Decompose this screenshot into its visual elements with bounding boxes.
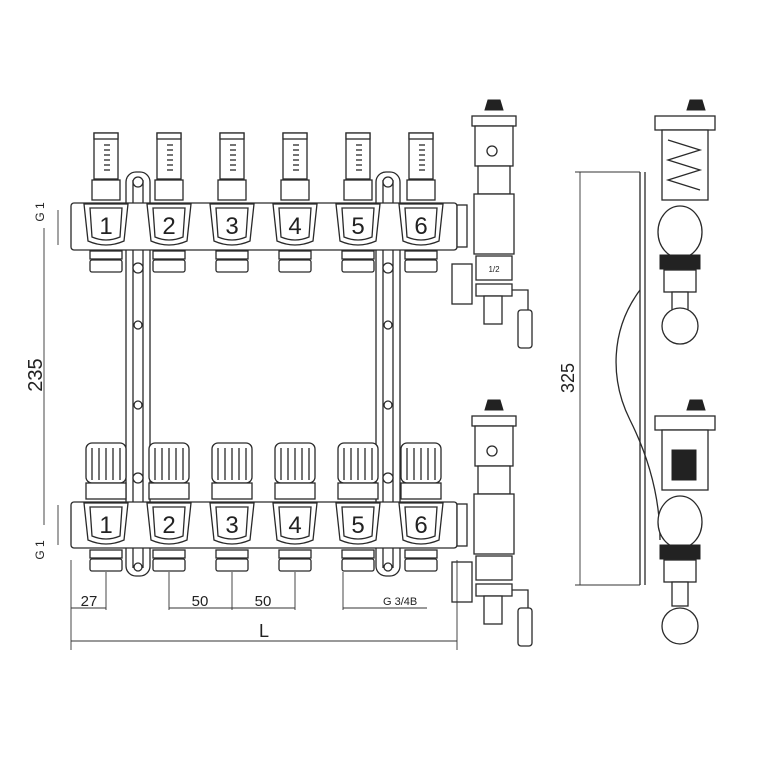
- flow-meter-cap: [282, 132, 308, 140]
- valve-port: 5: [335, 442, 381, 572]
- port-number: 1: [99, 512, 112, 539]
- flow-meter-port: 3: [209, 132, 255, 273]
- flow-meter-cap: [408, 132, 434, 140]
- valve-port: 3: [209, 442, 255, 572]
- flow-meter-port: 4: [272, 132, 318, 273]
- port-number: 3: [225, 512, 238, 539]
- air-vent-assembly-bottom: [451, 399, 533, 647]
- port-number: 2: [162, 512, 175, 539]
- dim-outlet-thread: G 3/4B: [383, 596, 417, 608]
- screw-icon: [133, 562, 143, 572]
- dim-spacing-1: 50: [192, 593, 209, 610]
- port-number-box: [83, 203, 129, 246]
- flow-meter-port: 1: [83, 132, 129, 273]
- port-number-box: [398, 502, 444, 545]
- outlet-nipple: [278, 558, 312, 572]
- outlet-nipple: [215, 558, 249, 572]
- port-number: 4: [288, 213, 301, 240]
- port-number-box: [398, 203, 444, 246]
- flow-meter-port: 2: [146, 132, 192, 273]
- flow-meter-port: 6: [398, 132, 444, 273]
- dim-thread-top: G 1: [33, 202, 47, 222]
- screw-icon: [383, 400, 393, 410]
- outlet-nipple: [215, 259, 249, 273]
- port-number-box: [272, 203, 318, 246]
- screw-icon: [132, 176, 144, 188]
- port-number-box: [209, 203, 255, 246]
- port-number: 2: [162, 213, 175, 240]
- outlet-nipple: [404, 558, 438, 572]
- dim-height-front: 235: [25, 358, 47, 391]
- air-vent-assembly-top: 1/2: [451, 99, 533, 349]
- port-number-box: [146, 502, 192, 545]
- outlet-nipple: [152, 558, 186, 572]
- dim-edge-offset: 27: [81, 593, 98, 610]
- outlet-nipple: [152, 259, 186, 273]
- screw-icon: [383, 562, 393, 572]
- screw-icon: [133, 320, 143, 330]
- port-number-box: [272, 502, 318, 545]
- screw-icon: [133, 400, 143, 410]
- outlet-nipple: [341, 259, 375, 273]
- port-number: 5: [351, 213, 364, 240]
- port-number: 3: [225, 213, 238, 240]
- outlet-nipple: [341, 558, 375, 572]
- screw-icon: [132, 262, 144, 274]
- flow-meter-cap: [93, 132, 119, 140]
- valve-port: 1: [83, 442, 129, 572]
- flow-meter-cap: [156, 132, 182, 140]
- screw-icon: [382, 472, 394, 484]
- dim-spacing-2: 50: [255, 593, 272, 610]
- flow-meter-port: 5: [335, 132, 381, 273]
- valve-port: 2: [146, 442, 192, 572]
- valve-port: 4: [272, 442, 318, 572]
- side-view: [615, 99, 716, 645]
- port-number-box: [209, 502, 255, 545]
- screw-icon: [383, 320, 393, 330]
- port-number-box: [146, 203, 192, 246]
- flow-meter-cap: [219, 132, 245, 140]
- port-number: 6: [414, 213, 427, 240]
- dim-total-length: L: [259, 621, 269, 641]
- outlet-nipple: [278, 259, 312, 273]
- port-number-box: [335, 502, 381, 545]
- port-number: 5: [351, 512, 364, 539]
- dimension-lines: [43, 171, 640, 650]
- port-number: 4: [288, 512, 301, 539]
- flow-meter-cap: [345, 132, 371, 140]
- screw-icon: [382, 176, 394, 188]
- valve-port: 6: [398, 442, 444, 572]
- screw-icon: [132, 472, 144, 484]
- dim-height-side: 325: [558, 363, 578, 393]
- port-number: 1: [99, 213, 112, 240]
- dim-thread-bottom: G 1: [33, 540, 47, 560]
- port-number: 6: [414, 512, 427, 539]
- outlet-nipple: [89, 259, 123, 273]
- port-number-box: [83, 502, 129, 545]
- outlet-nipple: [89, 558, 123, 572]
- screw-icon: [382, 262, 394, 274]
- fitting-label: 1/2: [488, 265, 500, 274]
- port-number-box: [335, 203, 381, 246]
- outlet-nipple: [404, 259, 438, 273]
